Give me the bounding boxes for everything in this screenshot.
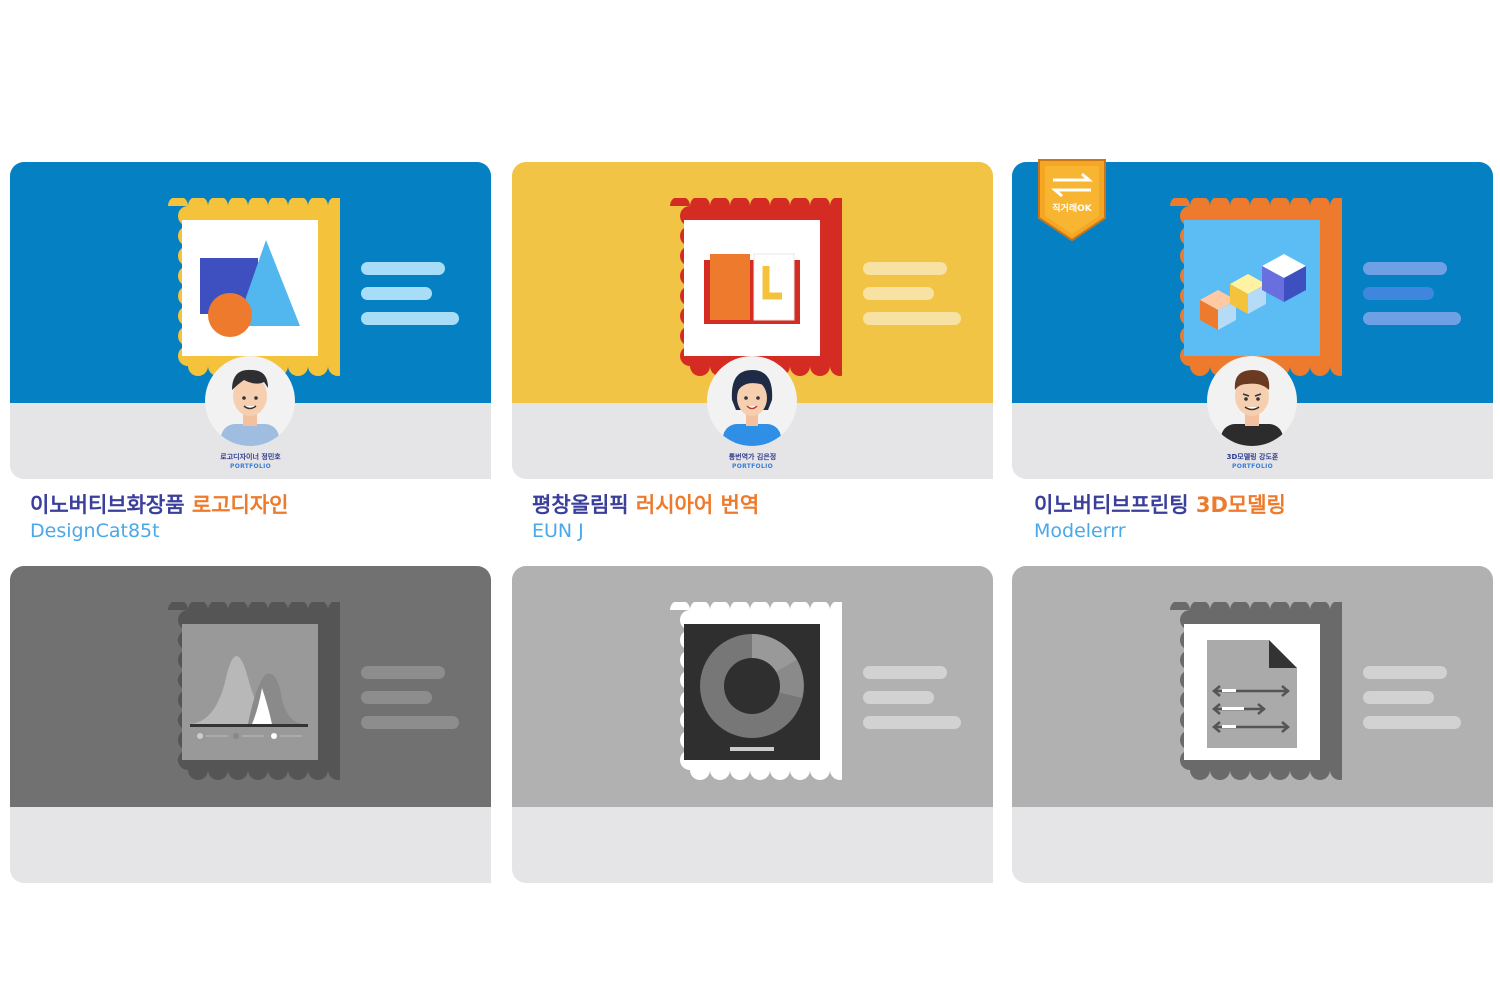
- swap-arrows-icon: [1050, 172, 1094, 198]
- document-arrows-icon: [1207, 640, 1297, 748]
- donut-chart-icon: [700, 634, 804, 751]
- book-icon: [704, 253, 800, 324]
- portfolio-card-placeholder[interactable]: [10, 566, 491, 883]
- portfolio-card-translation[interactable]: 통번역가 김은정 PORTFOLIO: [512, 162, 993, 479]
- stamp-frame: [670, 602, 842, 780]
- cubes-icon: [1200, 254, 1306, 330]
- text-placeholder-lines: [361, 666, 461, 741]
- text-placeholder-lines: [863, 262, 963, 337]
- avatar: [1207, 356, 1297, 446]
- avatar: [707, 356, 797, 446]
- card-author[interactable]: Modelerrr: [1034, 520, 1126, 542]
- direct-deal-badge: 직거래OK: [1038, 159, 1106, 242]
- stamp-frame: [1170, 602, 1342, 780]
- card-title[interactable]: 평창올림픽 러시아어 번역: [532, 493, 760, 517]
- card-author[interactable]: EUN J: [532, 520, 584, 542]
- avatar-name: 3D모델링 강도훈: [1226, 453, 1279, 461]
- avatar-name: 로고디자이너 정민호: [220, 453, 281, 461]
- shapes-icon: [200, 240, 300, 337]
- card-author[interactable]: DesignCat85t: [30, 520, 160, 542]
- portfolio-label: PORTFOLIO: [732, 463, 773, 470]
- portfolio-card-placeholder[interactable]: [1012, 566, 1493, 883]
- stamp-frame: [168, 602, 340, 780]
- text-placeholder-lines: [863, 666, 963, 741]
- stamp-frame: [670, 198, 842, 376]
- avatar: [205, 356, 295, 446]
- text-placeholder-lines: [1363, 262, 1463, 337]
- avatar-name: 통번역가 김은정: [728, 453, 777, 461]
- stamp-frame: [1170, 198, 1342, 376]
- badge-label: 직거래OK: [1052, 202, 1092, 214]
- portfolio-card-placeholder[interactable]: [512, 566, 993, 883]
- portfolio-card-logo-design[interactable]: 로고디자이너 정민호 PORTFOLIO: [10, 162, 491, 479]
- card-title[interactable]: 이노버티브프린팅 3D모델링: [1034, 493, 1286, 517]
- stamp-frame: [168, 198, 340, 376]
- portfolio-label: PORTFOLIO: [1232, 463, 1273, 470]
- distribution-chart-icon: [190, 656, 308, 739]
- portfolio-label: PORTFOLIO: [230, 463, 271, 470]
- text-placeholder-lines: [1363, 666, 1463, 741]
- text-placeholder-lines: [361, 262, 461, 337]
- card-title[interactable]: 이노버티브화장품 로고디자인: [30, 493, 289, 517]
